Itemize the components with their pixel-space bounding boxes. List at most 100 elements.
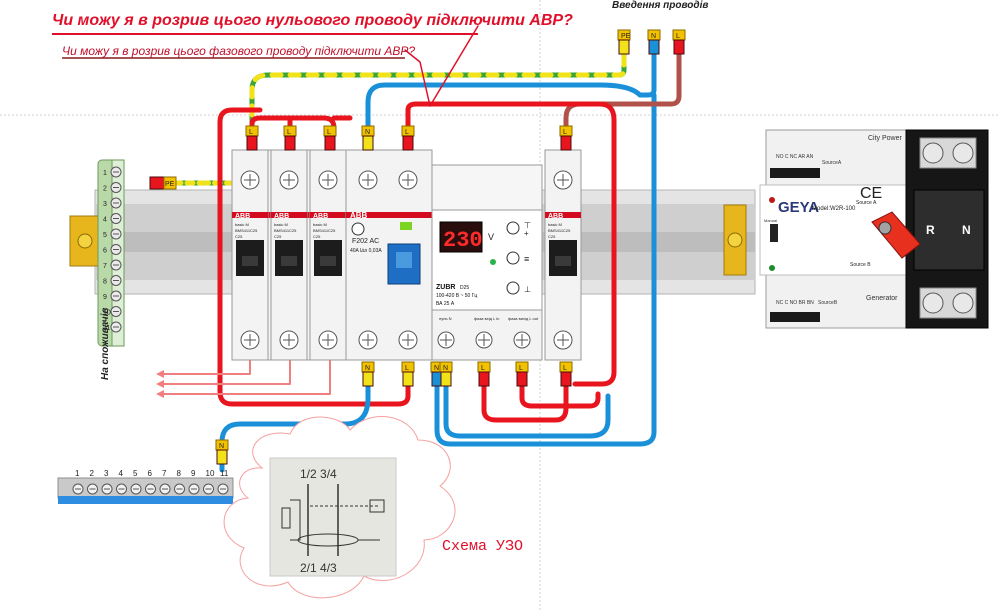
ferrule-label: L: [249, 129, 253, 136]
svg-text:⊤: ⊤: [524, 221, 531, 230]
breaker-rating: C25: [274, 234, 282, 239]
relay-unit: V: [488, 232, 494, 242]
sketch-bottom-label: 2/1 4/3: [300, 561, 337, 575]
ferrule-label: PE: [621, 33, 631, 40]
relay-down-button[interactable]: [506, 281, 520, 295]
rcd-spec: 40A I∆n 0,03A: [350, 248, 382, 254]
ats-source-b-label: Source B: [850, 262, 871, 268]
breaker-brand: ABB: [235, 213, 250, 220]
pe-terminal-number: 6: [103, 248, 107, 255]
relay-current: ВА 25 А: [436, 301, 455, 307]
relay-output-wire: [481, 375, 569, 423]
ferrule-label: N: [219, 443, 224, 450]
ferrule-label: L: [405, 129, 409, 136]
pe-terminal-number: 8: [103, 279, 107, 286]
wire-ferrule: L: [283, 125, 297, 151]
ferrule-label: N: [443, 365, 448, 372]
pe-terminal-number: 2: [103, 186, 107, 193]
breaker-series: basic M: [548, 222, 562, 227]
n-terminal-number: 5: [133, 469, 138, 478]
question-pointer: [429, 25, 479, 107]
breaker-series: basic M: [274, 222, 288, 227]
svg-text:⊥: ⊥: [524, 285, 531, 294]
rcd-brand: ABB: [350, 211, 368, 220]
ats-manual-switch[interactable]: [770, 224, 778, 242]
consumer-line: [161, 357, 291, 385]
relay-voltage-display: 230: [443, 228, 483, 253]
n-terminal-number: 11: [220, 469, 229, 478]
relay-term-in: фаза вхід L in: [474, 316, 499, 321]
phase-bus-wire: [405, 101, 617, 387]
consumers-label: На споживачів: [100, 307, 111, 380]
rcd-model: F202 AC: [352, 238, 379, 245]
ats-bottom-terminals: NC C NO BR BN: [776, 300, 814, 306]
relay-model: ZUBR: [436, 284, 455, 291]
n-terminal-number: 1: [75, 469, 80, 478]
wire-ferrule: PE: [149, 176, 177, 190]
n-terminal-number: 6: [148, 469, 153, 478]
sketch-top-label: 1/2 3/4: [300, 467, 337, 481]
pe-terminal-number: 7: [103, 263, 107, 270]
relay-menu-button[interactable]: [506, 251, 520, 265]
wire-ferrule: N: [215, 439, 229, 465]
neutral-question: Чи можу я в розрив цього нульового прово…: [52, 12, 573, 29]
ats-source-b-small: SourceB: [818, 300, 838, 306]
pe-terminal-number: 5: [103, 232, 107, 239]
n-terminal-number: 4: [119, 469, 124, 478]
pe-terminal-number: 11: [103, 325, 110, 332]
breaker-model: BMS411C25: [548, 228, 571, 233]
phase-input-wire: [563, 35, 682, 135]
relay-term-n: нуль N: [439, 316, 452, 321]
breaker-model: BMS411C25: [313, 228, 336, 233]
ats-device: GEYA Model:W2R-100 Source A Source B Cit…: [759, 129, 989, 329]
pe-terminal-number: 3: [103, 201, 107, 208]
ats-top-terminals: NO C NC AR AN: [776, 154, 814, 160]
ferrule-label: PE: [165, 181, 175, 188]
relay-range: 100-420 В ~ 50 Гц: [436, 293, 477, 299]
wire-ferrule: L: [477, 361, 491, 387]
breaker-brand: ABB: [548, 213, 563, 220]
ferrule-label: L: [563, 365, 567, 372]
svg-text:+: +: [524, 229, 529, 238]
consumer-line: [161, 357, 251, 375]
breaker-rating: C25: [548, 234, 556, 239]
ferrule-label: N: [651, 33, 656, 40]
wire-ferrule: L: [515, 361, 529, 387]
n-terminal-number: 10: [206, 469, 215, 478]
relay-term-out: фаза вихід L out: [508, 316, 539, 321]
breaker-brand: ABB: [274, 213, 289, 220]
wire-ferrule: L: [559, 125, 573, 151]
ferrule-label: N: [365, 129, 370, 136]
ats-city-power: City Power: [868, 135, 903, 142]
neutral-relay-wire: [434, 92, 657, 447]
pe-terminal-number: 1: [103, 170, 107, 177]
breaker-model: BMS411C25: [235, 228, 258, 233]
wire-ferrule: L: [401, 361, 415, 387]
relay-up-button[interactable]: [506, 221, 520, 235]
wire-ferrule: PE: [617, 29, 631, 55]
rcd-scheme-caption: Схема УЗО: [442, 538, 524, 555]
ats-n-label: N: [962, 223, 971, 237]
rcd-device: ABB F202 AC 40A I∆n 0,03A: [345, 149, 433, 361]
wire-ferrule: N: [439, 361, 453, 387]
breaker-rating: C25: [313, 234, 321, 239]
wire-ferrule: L: [672, 29, 686, 55]
ferrule-label: N: [365, 365, 370, 372]
n-terminal-number: 2: [90, 469, 95, 478]
wire-ferrule: N: [647, 29, 661, 55]
pe-terminal-number: 4: [103, 217, 107, 224]
wire-ferrule: N: [361, 125, 375, 151]
voltage-relay: 230 V ⊤ + ≡ ⊥ ZUBR D25 100-420 В ~ 50 Гц…: [431, 209, 543, 361]
pe-terminal-number: 10: [103, 310, 111, 317]
relay-sub: D25: [460, 285, 469, 291]
wire-ferrule: L: [323, 125, 337, 151]
rcd-output-loop: [217, 107, 411, 407]
ats-model: Model:W2R-100: [812, 206, 856, 212]
